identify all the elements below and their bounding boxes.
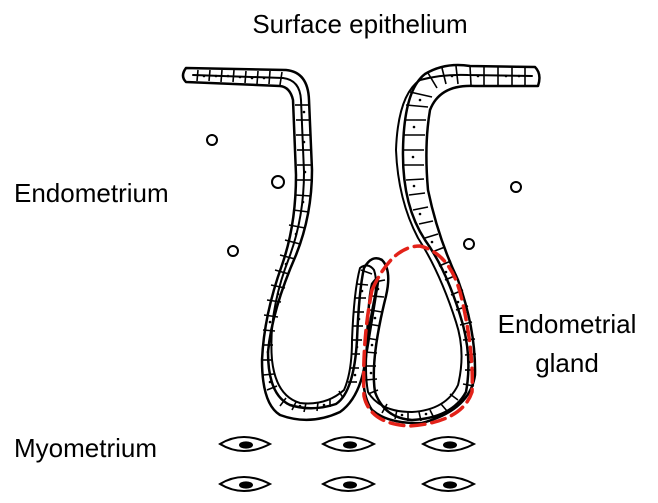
stromal-cell (228, 246, 238, 256)
smooth-muscle-cell (423, 437, 474, 451)
smooth-muscle-cell (323, 437, 374, 451)
myometrium-label: Myometrium (14, 433, 157, 463)
epithelium-band (183, 65, 539, 423)
stromal-cells (207, 135, 521, 256)
smooth-muscle-cell (220, 437, 270, 451)
myometrium-cells (220, 437, 474, 491)
cell-nuclei (203, 75, 521, 417)
endometrial-gland-label-line2: gland (535, 348, 599, 378)
stromal-cell (511, 182, 521, 192)
smooth-muscle-cell (323, 477, 374, 491)
stromal-cell (464, 239, 474, 249)
endometrium-label: Endometrium (14, 178, 169, 208)
smooth-muscle-cell (423, 477, 474, 491)
stromal-cell (272, 176, 284, 188)
endometrial-gland-label-line1: Endometrial (498, 309, 637, 339)
surface-epithelium-label: Surface epithelium (252, 9, 467, 39)
stromal-cell (207, 135, 217, 145)
smooth-muscle-cell (220, 477, 270, 491)
epithelium-outer-wall (183, 65, 539, 423)
